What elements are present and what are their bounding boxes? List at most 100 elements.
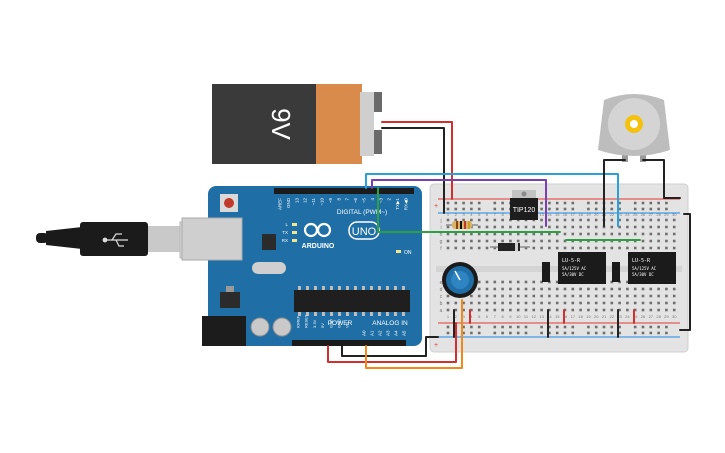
breadboard-column-label: 7: [494, 314, 497, 319]
breadboard-column-label: 1: [447, 314, 450, 319]
breadboard-row-label: i: [440, 225, 441, 231]
breadboard-column-label: 7: [494, 212, 497, 217]
breadboard-column-label: 27: [649, 212, 654, 217]
analog-label: ANALOG IN: [372, 320, 408, 327]
breadboard-column-label: 15: [555, 314, 560, 319]
breadboard-row-label: g: [440, 239, 443, 245]
wire-green-signal: [377, 187, 505, 233]
breadboard-column-label: 5: [478, 212, 481, 217]
breadboard-column-label: 23: [617, 314, 622, 319]
wire-right-rail: [679, 213, 691, 331]
power-pin-label: GND: [337, 319, 342, 328]
wire-5v: [327, 322, 457, 363]
relay-1: LU-5-R 5A/125V AC 5A/30V DC: [558, 252, 606, 284]
analog-pin-label: A2: [378, 330, 383, 336]
dc-motor: [598, 94, 670, 162]
breadboard-row-label: e: [440, 280, 443, 286]
breadboard-column-label: 19: [586, 212, 591, 217]
breadboard-column-label: 15: [555, 212, 560, 217]
breadboard-column-label: 18: [578, 212, 583, 217]
breadboard-column-label: 24: [625, 314, 630, 319]
digital-pin-label: 4: [370, 198, 375, 201]
resistor: [446, 221, 478, 229]
breadboard-column-label: 20: [594, 212, 599, 217]
wire-blue-signal: [365, 173, 619, 227]
breadboard-column-label: 8: [501, 314, 504, 319]
power-analog-header: [292, 340, 406, 346]
digital-pin-label: ~11: [311, 198, 316, 206]
breadboard-column-label: 4: [470, 212, 473, 217]
breadboard-column-label: 16: [563, 212, 568, 217]
wire-motor-a: [603, 159, 626, 227]
relay-2: LU-5-R 5A/125V AC 5A/30V DC: [628, 252, 676, 284]
digital-pin-label: 7: [345, 198, 350, 201]
breadboard-column-label: 9: [509, 314, 512, 319]
reset-button[interactable]: [224, 198, 234, 208]
relay-rating-dc: 5A/30V DC: [632, 272, 654, 277]
digital-pin-label: 8: [336, 198, 341, 201]
breadboard-column-label: 22: [610, 212, 615, 217]
digital-header: [274, 188, 414, 194]
wire-purple-signal: [371, 179, 547, 227]
breadboard-column-label: 3: [462, 212, 465, 217]
relay-model: LU-5-R: [562, 258, 581, 264]
relay-model: LU-5-R: [632, 258, 651, 264]
breadboard-column-label: 26: [641, 314, 646, 319]
breadboard-column-label: 25: [633, 212, 638, 217]
power-pin-label: RESET: [304, 314, 309, 328]
power-pin-label: Vin: [345, 322, 350, 328]
breadboard-column-label: 20: [594, 314, 599, 319]
relay-rating-ac: 5A/125V AC: [632, 266, 657, 271]
breadboard-column-label: 1: [447, 212, 450, 217]
breadboard-row-label: h: [440, 232, 443, 238]
breadboard-column-label: 22: [610, 314, 615, 319]
breadboard-column-label: 2: [455, 314, 458, 319]
relay-rating-ac: 5A/125V AC: [562, 266, 587, 271]
breadboard-column-label: 5: [478, 314, 481, 319]
breadboard-column-label: 13: [539, 212, 544, 217]
breadboard-row-label: f: [440, 246, 442, 252]
breadboard-column-label: 23: [617, 212, 622, 217]
breadboard-column-label: 26: [641, 212, 646, 217]
digital-pin-label: ~10: [320, 198, 325, 206]
power-pin-label: IOREF: [296, 315, 301, 328]
transistor-label: TIP120: [513, 207, 536, 214]
power-pin-label: 3.3V: [312, 319, 317, 328]
relay-rating-dc: 5A/30V DC: [562, 272, 584, 277]
breadboard-column-label: 18: [578, 314, 583, 319]
breadboard-column-label: 16: [563, 314, 568, 319]
breadboard-column-label: 13: [539, 314, 544, 319]
digital-pin-label: ~9: [328, 198, 333, 204]
usb-icon: [102, 233, 128, 247]
capacitor-2: [612, 262, 620, 282]
breadboard-column-label: 3: [462, 314, 465, 319]
power-pin-label: 5V: [320, 323, 325, 328]
breadboard-column-label: 21: [602, 314, 607, 319]
wire-motor-b: [642, 159, 681, 199]
breadboard-column-label: 28: [656, 314, 661, 319]
breadboard-column-label: 12: [532, 314, 537, 319]
battery-label: 9V: [266, 108, 296, 140]
breadboard-column-label: 6: [486, 212, 489, 217]
arduino-uno-board: UNO ARDUINO DIGITAL (PWM~) POWER ANALOG …: [181, 186, 422, 346]
arduino-logo-icon: [303, 222, 332, 238]
power-led: [396, 250, 401, 253]
breadboard-column-label: 28: [656, 212, 661, 217]
status-led: [292, 231, 297, 234]
breadboard-column-label: 14: [547, 212, 552, 217]
breadboard-column-label: 19: [586, 314, 591, 319]
analog-pin-label: A3: [386, 330, 391, 336]
wire-gnd: [341, 336, 439, 357]
digital-pin-label: 2: [387, 198, 392, 201]
analog-pin-label: A5: [402, 330, 407, 336]
breadboard-column-label: 10: [516, 314, 521, 319]
capacitor-1: [542, 262, 550, 282]
digital-pin-label: ~5: [362, 198, 367, 204]
potentiometer[interactable]: [442, 262, 478, 298]
status-led: [292, 223, 297, 226]
svg-text:+: +: [434, 203, 438, 210]
breadboard-column-label: 14: [547, 314, 552, 319]
wire-a0: [365, 299, 463, 369]
digital-pin-label: GND: [286, 197, 291, 208]
